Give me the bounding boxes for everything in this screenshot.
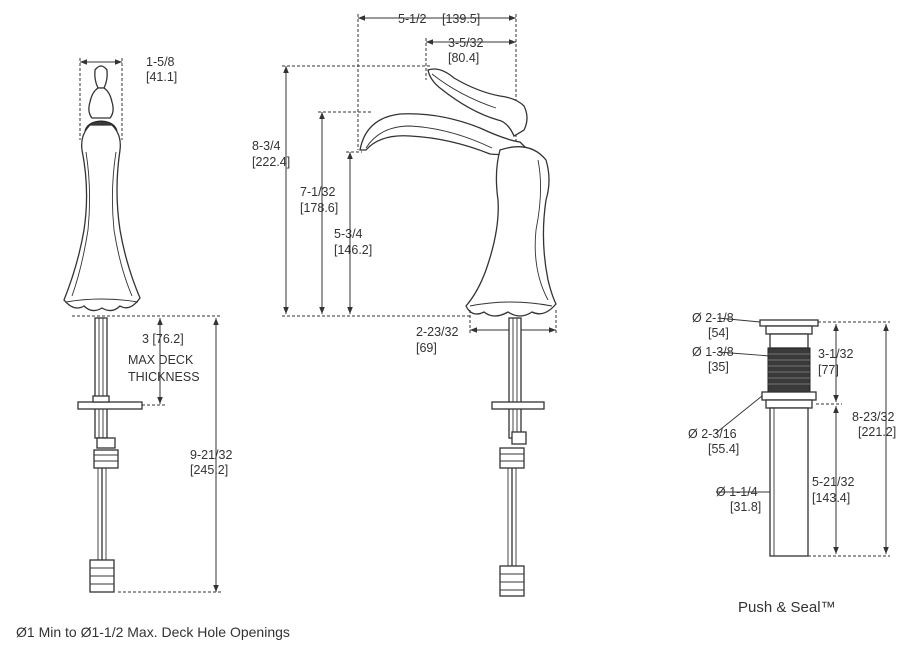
drain-nut-diameter-mm-label: [55.4]: [708, 442, 739, 456]
drain-lower-height-label: 5-21/32: [812, 475, 854, 489]
side-view-faucet: [63, 58, 222, 593]
side-width-mm-label: [41.1]: [146, 70, 177, 84]
drain-nut-diameter-label: Ø 2-3/16: [688, 427, 737, 441]
aerator-height-mm-label: [146.2]: [334, 243, 372, 257]
handle-knob: [94, 65, 108, 89]
spout-height-label: 7-1/32: [300, 185, 335, 199]
drain-upper-height-mm-label: [77]: [818, 363, 839, 377]
drain-body-diameter-label: Ø 1-3/8: [692, 345, 734, 359]
drain-flange: [759, 319, 819, 327]
drain-flange-diameter-mm-label: [54]: [708, 326, 729, 340]
side-total-height-mm-label: [245.2]: [190, 463, 228, 477]
push-seal-drain: [715, 317, 890, 557]
side-mounting-plate: [77, 401, 143, 410]
overall-height-label: 8-3/4: [252, 139, 281, 153]
drain-tail-diameter-label: Ø 1-1/4: [716, 485, 758, 499]
handle-offset-label: 3-5/32: [448, 36, 483, 50]
drain-nut: [761, 391, 817, 401]
drain-body-diameter-mm-label: [35]: [708, 360, 729, 374]
drain-flange-diameter-label: Ø 2-1/8: [692, 311, 734, 325]
front-view-faucet: [282, 14, 557, 597]
deck-thickness-word-label: THICKNESS: [128, 370, 200, 384]
spout-height-mm-label: [178.6]: [300, 201, 338, 215]
drain-tailpiece: [769, 407, 809, 557]
drain-threaded-body: [767, 347, 811, 393]
overall-height-mm-label: [222.4]: [252, 155, 290, 169]
deck-thickness-label: 3 [76.2]: [142, 332, 184, 346]
deck-max-label: MAX DECK: [128, 353, 194, 367]
aerator-height-label: 5-3/4: [334, 227, 363, 241]
front-hose-connector: [499, 565, 525, 597]
deck-hole-footnote: Ø1 Min to Ø1-1/2 Max. Deck Hole Openings: [16, 624, 290, 640]
reach-mm-label: [139.5]: [442, 12, 480, 26]
side-total-height-label: 9-21/32: [190, 448, 232, 462]
side-width-label: 1-5/8: [146, 55, 175, 69]
drain-lower-height-mm-label: [143.4]: [812, 491, 850, 505]
drain-total-height-mm-label: [221.2]: [858, 425, 896, 439]
handle-offset-mm-label: [80.4]: [448, 51, 479, 65]
front-handle-lever: [427, 68, 528, 137]
base-diameter-mm-label: [69]: [416, 341, 437, 355]
drain-total-height-label: 8-23/32: [852, 410, 894, 424]
front-faucet-body: [465, 146, 557, 317]
base-diameter-label: 2-23/32: [416, 325, 458, 339]
front-mounting-plate: [491, 401, 545, 410]
front-mounting-nut: [499, 447, 525, 469]
side-faucet-body: [63, 124, 141, 312]
drain-caption: Push & Seal™: [738, 599, 836, 616]
drain-upper-height-label: 3-1/32: [818, 347, 853, 361]
reach-label: 5-1/2: [398, 12, 427, 26]
side-mounting-nut: [93, 449, 119, 469]
drain-tail-diameter-mm-label: [31.8]: [730, 500, 761, 514]
